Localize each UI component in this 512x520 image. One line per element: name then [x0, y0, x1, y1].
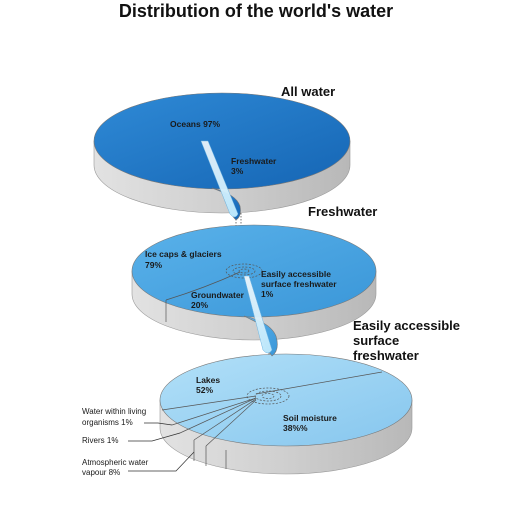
accessible-label-2: surface freshwater	[261, 279, 337, 289]
rivers-callout: Rivers 1%	[82, 436, 118, 445]
wedge-to-tier2	[200, 140, 239, 218]
accessible-label-1: Easily accessible	[261, 269, 331, 279]
surface-freshwater-heading-2: surface	[353, 333, 399, 348]
organisms-callout-1: Water within living	[82, 407, 146, 416]
surface-freshwater-heading-3: freshwater	[353, 348, 419, 363]
soil-moisture-label: Soil moisture	[283, 413, 337, 423]
lakes-value: 52%	[196, 385, 213, 395]
surface-freshwater-heading-1: Easily accessible	[353, 318, 460, 333]
ice-caps-label: Ice caps & glaciers	[145, 249, 222, 259]
accessible-value: 1%	[261, 289, 274, 299]
groundwater-value: 20%	[191, 300, 208, 310]
lakes-label: Lakes	[196, 375, 220, 385]
vapour-callout-1: Atmospheric water	[82, 458, 149, 467]
page-title: Distribution of the world's water	[118, 1, 394, 21]
tier3-disc	[159, 353, 413, 475]
tier2-disc	[131, 224, 377, 357]
oceans-label: Oceans 97%	[170, 119, 221, 129]
callout-leaders	[128, 422, 195, 472]
soil-moisture-value: 38%%	[283, 423, 308, 433]
wedge-to-tier3	[243, 275, 273, 354]
all-water-heading: All water	[281, 84, 335, 99]
freshwater-heading: Freshwater	[308, 204, 377, 219]
ice-caps-value: 79%	[145, 260, 162, 270]
vapour-callout-2: vapour 8%	[82, 468, 120, 477]
organisms-callout-2: organisms 1%	[82, 418, 133, 427]
groundwater-label: Groundwater	[191, 290, 245, 300]
tier1-disc	[93, 92, 351, 221]
freshwater-share-label: Freshwater	[231, 156, 277, 166]
freshwater-share-value: 3%	[231, 166, 244, 176]
